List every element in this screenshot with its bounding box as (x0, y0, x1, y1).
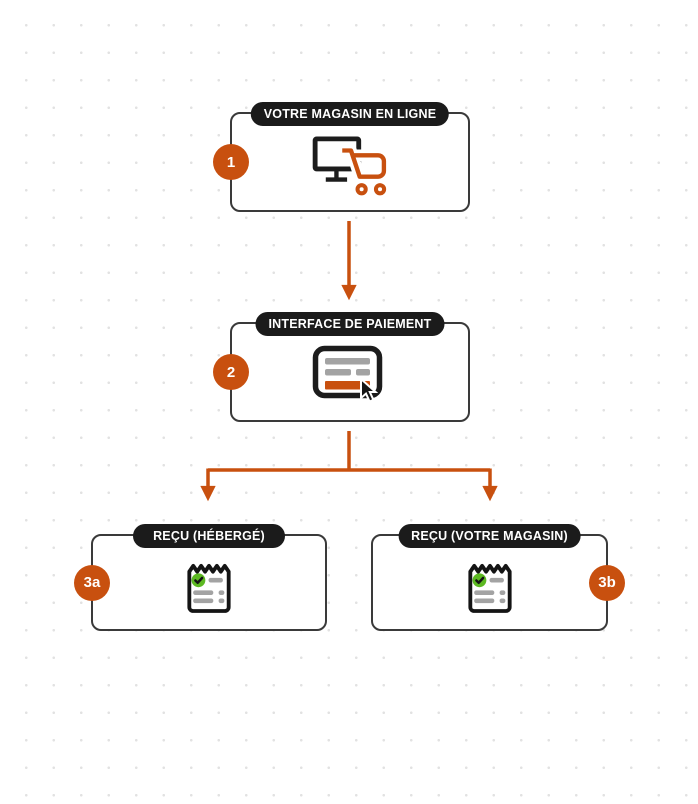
receipt-check-icon (93, 536, 325, 629)
node-receipt-hosted-label-pill: REÇU (HÉBERGÉ) (133, 524, 285, 548)
node-label: REÇU (VOTRE MAGASIN) (411, 529, 568, 543)
node-online-store: VOTRE MAGASIN EN LIGNE 1 (213, 102, 470, 212)
monitor-cart-icon (232, 114, 468, 210)
payment-form-cursor-icon (232, 324, 468, 420)
node-label: REÇU (HÉBERGÉ) (153, 529, 265, 543)
node-online-store-label-pill: VOTRE MAGASIN EN LIGNE (250, 102, 450, 126)
node-receipt-your-store-label-pill: REÇU (VOTRE MAGASIN) (398, 524, 581, 548)
node-payment-interface-label-pill: INTERFACE DE PAIEMENT (255, 312, 445, 336)
node-payment-interface: INTERFACE DE PAIEMENT 2 (213, 312, 470, 422)
step-badge-2: 2 (213, 354, 249, 390)
step-badge-1: 1 (213, 144, 249, 180)
step-badge-3a: 3a (74, 564, 110, 601)
receipt-check-icon (373, 536, 606, 629)
node-label: INTERFACE DE PAIEMENT (268, 317, 432, 331)
node-label: VOTRE MAGASIN EN LIGNE (263, 107, 437, 121)
step-badge-3b: 3b (589, 564, 625, 601)
node-receipt-hosted: REÇU (HÉBERGÉ) 3a (74, 524, 327, 631)
node-receipt-your-store: REÇU (VOTRE MAGASIN) 3b (371, 524, 625, 631)
